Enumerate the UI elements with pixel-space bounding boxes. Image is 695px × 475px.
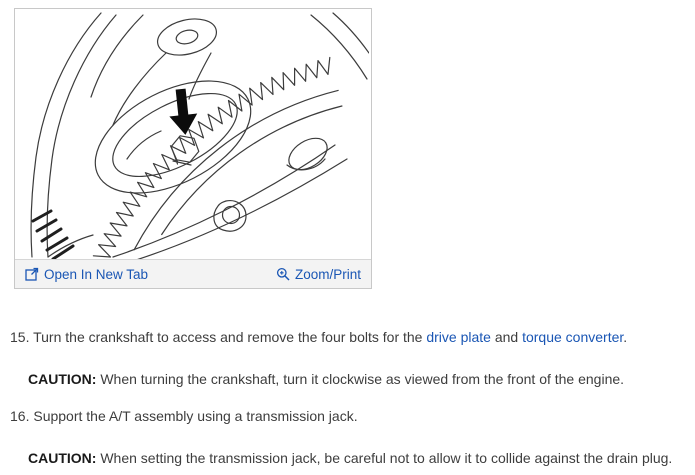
step-15: 15. Turn the crankshaft to access and re… <box>10 327 690 347</box>
housing-edges <box>31 13 143 257</box>
caution-text: When setting the transmission jack, be c… <box>100 450 673 466</box>
open-in-new-tab-label: Open In New Tab <box>44 266 149 282</box>
step-number: 15. <box>10 329 30 345</box>
step-text: Turn the crankshaft to access and remove… <box>33 329 427 345</box>
step-number: 16. <box>10 408 30 424</box>
zoom-print-label: Zoom/Print <box>294 266 361 282</box>
step-text: Support the A/T assembly using a transmi… <box>33 408 358 424</box>
bottom-tab <box>214 201 246 232</box>
diagram-image <box>15 9 371 259</box>
zoom-magnifier-icon <box>276 267 290 281</box>
caution-label: CAUTION: <box>28 371 97 387</box>
zoom-print-link[interactable]: Zoom/Print <box>276 267 361 282</box>
plate-edges <box>113 145 347 259</box>
torque-converter-link[interactable]: torque converter <box>522 329 624 345</box>
step-text: . <box>623 329 628 345</box>
caution-label: CAUTION: <box>28 450 97 466</box>
caution-text: When turning the crankshaft, turn it clo… <box>100 371 625 387</box>
step-16: 16. Support the A/T assembly using a tra… <box>10 406 690 426</box>
open-in-new-tab-link[interactable]: Open In New Tab <box>25 267 148 282</box>
instructions: 15. Turn the crankshaft to access and re… <box>10 327 690 468</box>
edge-teeth <box>33 211 73 259</box>
ring-gear-teeth <box>93 58 329 258</box>
drive-plate-link[interactable]: drive plate <box>426 329 491 345</box>
image-panel: Open In New Tab Zoom/Print <box>14 8 372 289</box>
image-toolbar: Open In New Tab Zoom/Print <box>15 259 371 288</box>
step-text: and <box>490 329 523 345</box>
open-in-new-tab-icon <box>25 267 39 281</box>
converter-housing-lines <box>311 13 369 79</box>
indicator-arrow <box>169 88 198 135</box>
right-hole <box>283 132 332 176</box>
caution-16: CAUTION: When setting the transmission j… <box>28 448 690 468</box>
caution-15: CAUTION: When turning the crankshaft, tu… <box>28 369 690 389</box>
gear-rim <box>134 90 342 249</box>
crankshaft-diagram <box>15 9 369 259</box>
